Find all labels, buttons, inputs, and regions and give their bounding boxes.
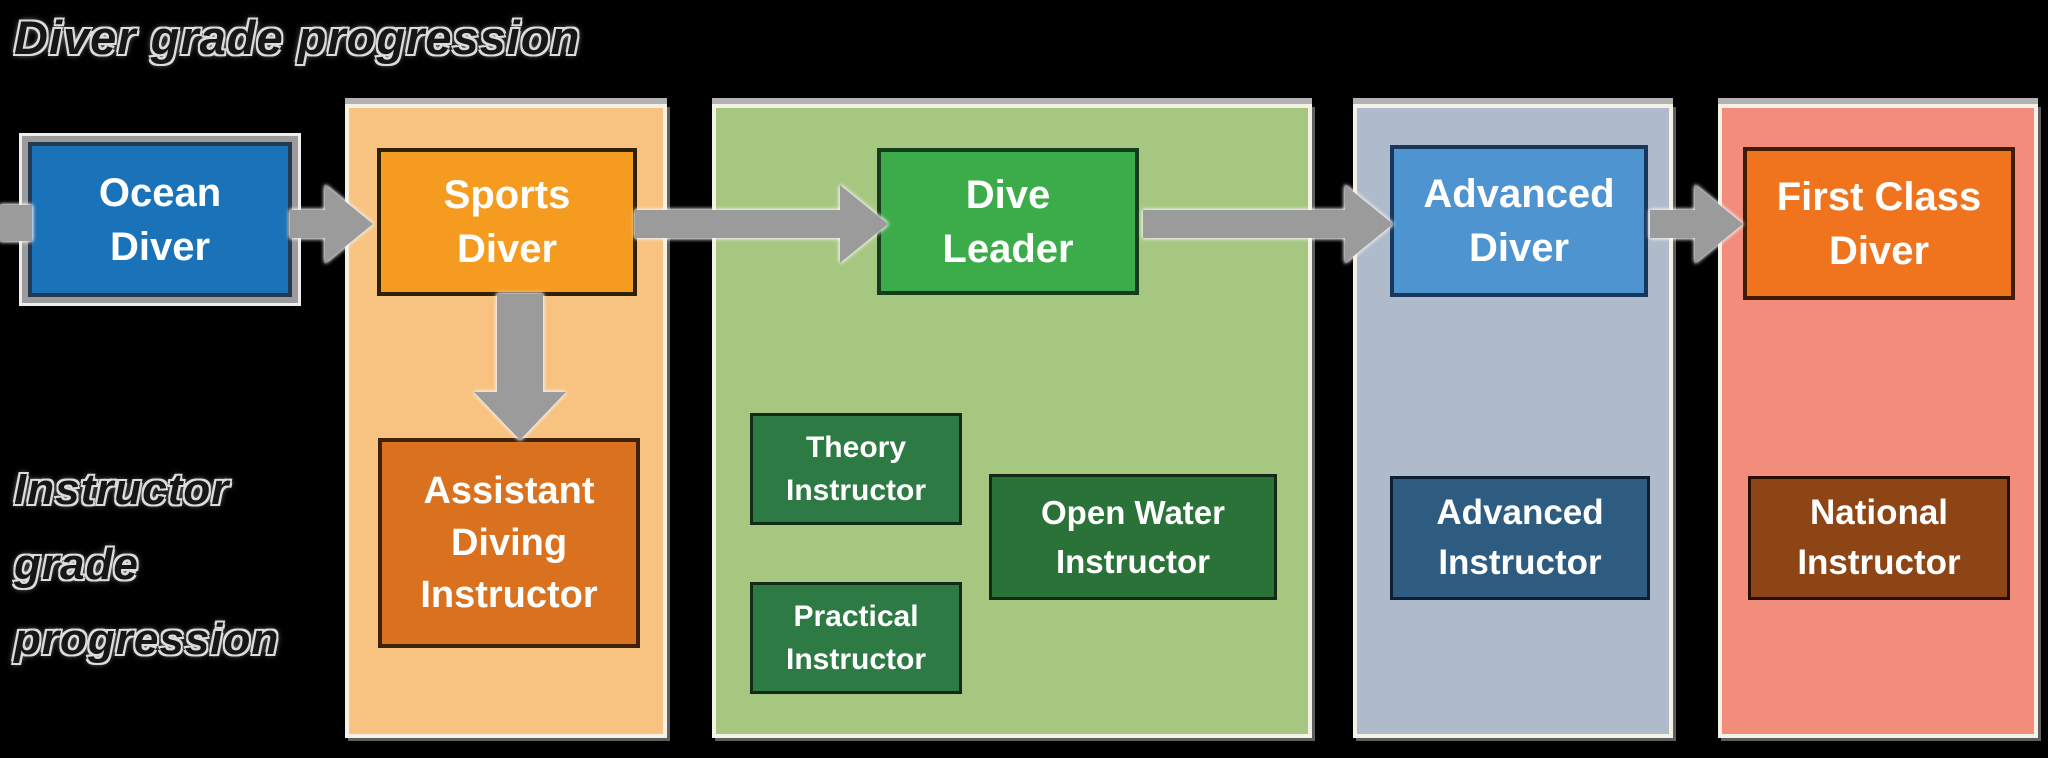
- arrow-shaft: [635, 210, 845, 238]
- node-label-line: Advanced: [1423, 172, 1615, 216]
- arrowhead-right-icon: [325, 185, 373, 263]
- node-label-line: Practical: [793, 600, 919, 633]
- arrow-into-ocean-diver: [0, 205, 32, 241]
- node-label-line: Instructor: [785, 474, 926, 507]
- arrow-dive-leader-to-advanced: [1143, 185, 1393, 263]
- node-label-line: Ocean: [98, 170, 222, 215]
- arrow-sports-to-assistant-instructor: [474, 294, 566, 440]
- node-label-line: Diver: [1468, 226, 1570, 270]
- arrow-shaft: [0, 205, 32, 241]
- node-theory-instructor: Theory Instructor: [750, 413, 962, 525]
- node-national-instructor: National Instructor: [1748, 476, 2010, 600]
- arrow-shaft: [497, 294, 543, 394]
- node-label-line: Dive: [965, 172, 1051, 217]
- panel-dive-leader: Dive Leader Theory Instructor Open Water…: [712, 104, 1312, 738]
- node-label-line: Diver: [1828, 228, 1930, 273]
- node-label-line: Instructor: [1055, 543, 1210, 580]
- node-label-line: Theory: [805, 431, 907, 464]
- node-label-line: Assistant: [423, 470, 595, 512]
- arrowhead-right-icon: [1345, 185, 1393, 263]
- instructor-title-line-3: progression: [14, 615, 280, 664]
- node-practical-instructor: Practical Instructor: [750, 582, 962, 694]
- node-label-line: Diver: [109, 224, 211, 269]
- node-assistant-diving-instructor: Assistant Diving Instructor: [378, 438, 640, 648]
- node-label-line: Diver: [456, 227, 558, 271]
- node-dive-leader: Dive Leader: [877, 148, 1139, 295]
- arrow-sports-to-dive-leader: [635, 185, 890, 263]
- arrow-shaft: [1143, 210, 1350, 238]
- arrow-advanced-to-first-class: [1650, 185, 1745, 263]
- node-label-line: First Class: [1776, 174, 1982, 219]
- node-open-water-instructor: Open Water Instructor: [989, 474, 1277, 600]
- panel-advanced-diver: Advanced Diver Advanced Instructor: [1353, 104, 1673, 738]
- node-label-line: Diving: [450, 522, 568, 564]
- node-label-line: National: [1809, 493, 1949, 532]
- arrow-ocean-to-sports: [290, 185, 375, 263]
- node-label-line: Instructor: [1438, 543, 1602, 582]
- node-first-class-diver: First Class Diver: [1743, 147, 2015, 300]
- diver-grade-progression-title: Diver grade progression: [14, 11, 581, 64]
- arrowhead-down-icon: [474, 392, 566, 440]
- node-advanced-instructor: Advanced Instructor: [1390, 476, 1650, 600]
- instructor-title-line-1: Instructor: [14, 465, 230, 514]
- node-label-line: Sports: [443, 173, 571, 217]
- instructor-grade-progression-title: Instructor grade progression: [14, 452, 279, 677]
- node-label-line: Open Water: [1041, 494, 1225, 531]
- node-label-line: Instructor: [785, 643, 926, 676]
- instructor-title-line-2: grade: [14, 540, 139, 589]
- node-label-line: Instructor: [1797, 543, 1961, 582]
- node-ocean-diver: Ocean Diver: [28, 142, 292, 297]
- node-advanced-diver: Advanced Diver: [1390, 145, 1648, 297]
- node-label-line: Advanced: [1436, 493, 1604, 532]
- arrowhead-right-icon: [1695, 185, 1743, 263]
- node-label-line: Instructor: [420, 574, 598, 616]
- panel-first-class-diver: First Class Diver National Instructor: [1718, 104, 2038, 738]
- arrowhead-right-icon: [840, 185, 888, 263]
- arrow-shaft: [1650, 210, 1700, 238]
- panel-sports-diver: Sports Diver Assistant Diving Instructor: [345, 104, 667, 738]
- node-label-line: Leader: [942, 226, 1074, 271]
- node-sports-diver: Sports Diver: [377, 148, 637, 296]
